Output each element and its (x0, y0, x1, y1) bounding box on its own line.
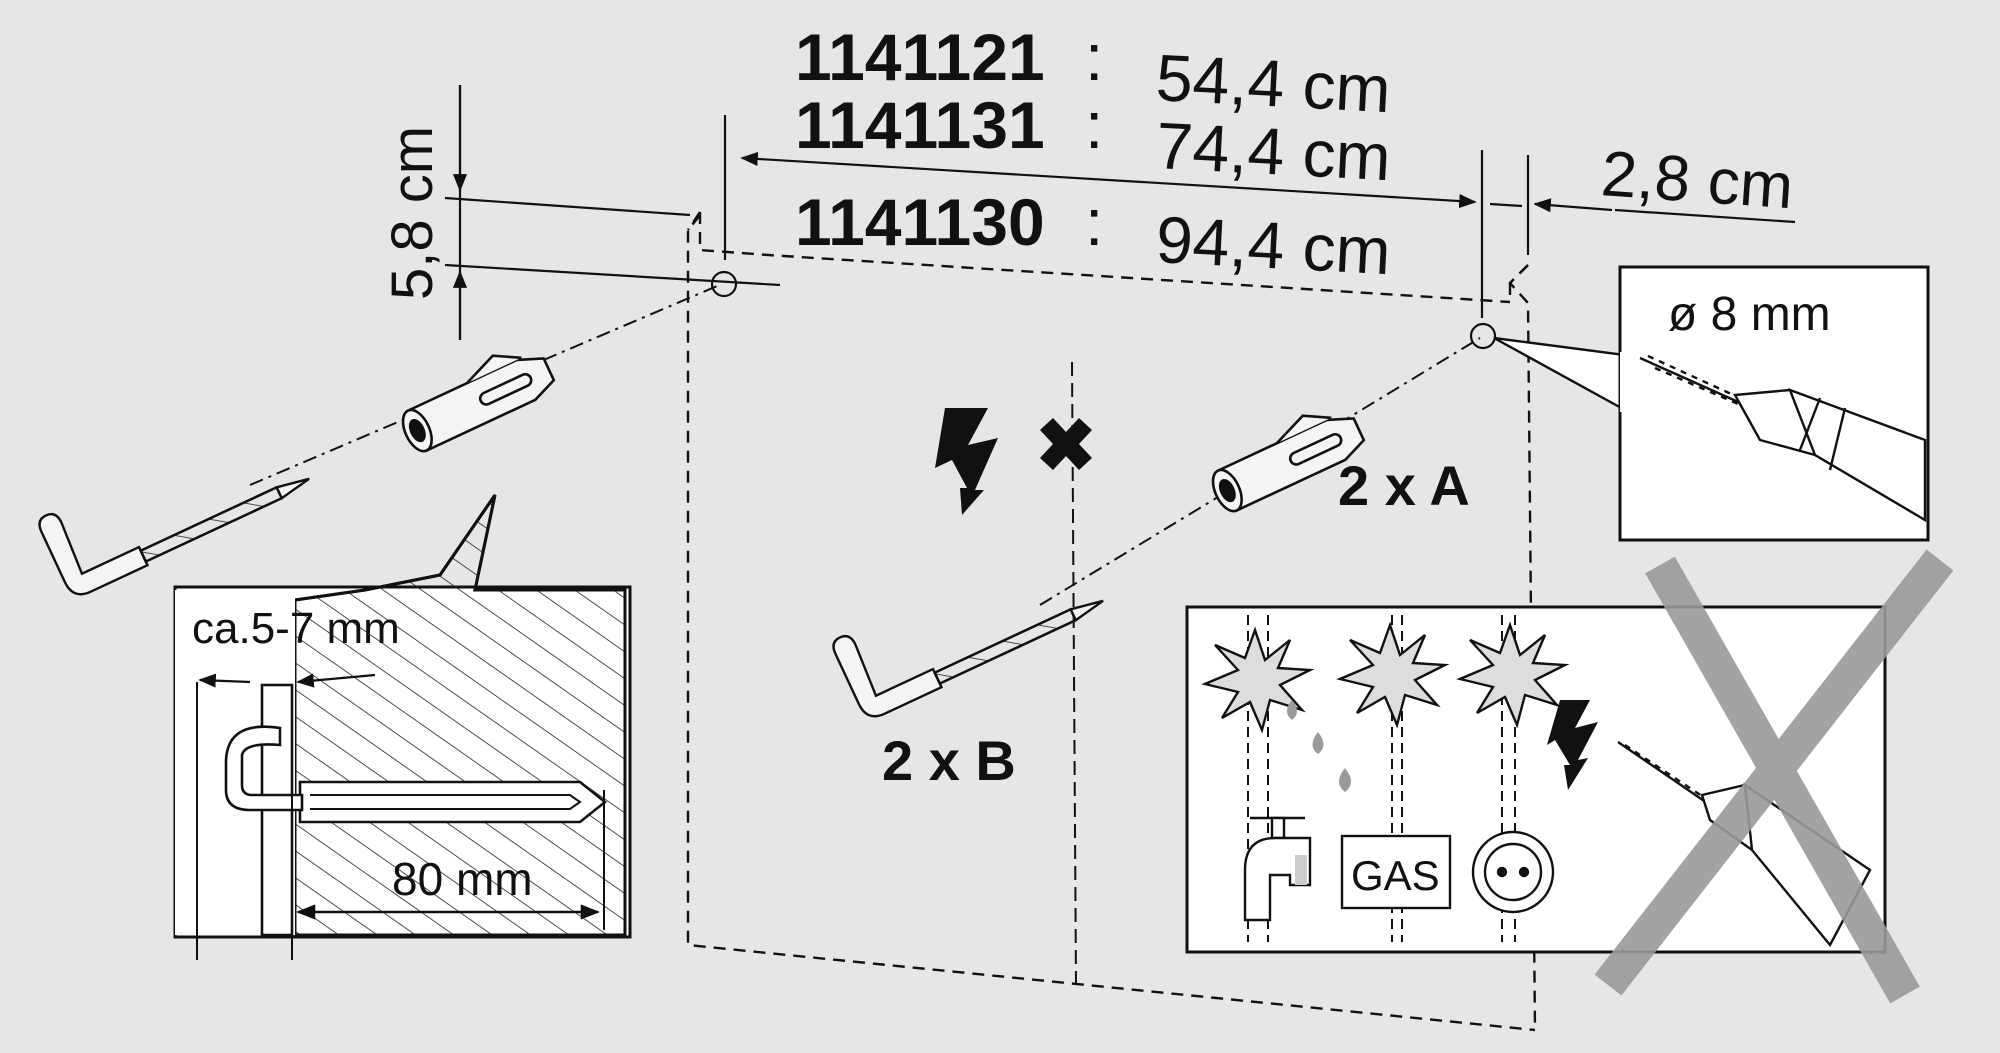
gas-sign: GAS (1340, 834, 1452, 910)
sep-row-2: : (1085, 88, 1103, 162)
burst-icon-electric (1456, 621, 1570, 729)
drill-callout: ø 8 mm (1493, 265, 1930, 542)
value-row-1: 54,4 cm (1154, 40, 1392, 126)
drill-hole-left (710, 270, 738, 298)
sep-row-3: : (1085, 185, 1103, 259)
gas-label: GAS (1351, 852, 1440, 899)
drill-hole-right (1469, 322, 1497, 350)
sep-row-1: : (1085, 20, 1103, 94)
width-dimension (723, 115, 1796, 318)
gap-label: ca.5-7 mm (192, 604, 400, 653)
dowel-count-label: 2 x A (1338, 454, 1470, 517)
dimension-list: 1141121 : 54,4 cm 1141131 : 74,4 cm 1141… (795, 20, 1393, 288)
dowel-left (401, 354, 556, 453)
value-row-2: 74,4 cm (1154, 108, 1392, 194)
hook-screw-right (832, 599, 1104, 718)
value-row-3: 94,4 cm (1154, 202, 1392, 288)
water-tap-icon (1243, 816, 1312, 922)
side-offset-label: 2,8 cm (1599, 137, 1796, 222)
depth-label: 80 mm (392, 853, 533, 905)
hook-count-label: 2 x B (882, 729, 1016, 792)
socket-icon (1471, 830, 1555, 914)
code-row-1: 1141121 (795, 20, 1045, 94)
lightning-icon-hazard (1547, 700, 1598, 790)
hook-screw-left (38, 477, 310, 596)
dowel-right (1211, 414, 1366, 513)
prohibition-cross-icon (1594, 549, 1954, 1004)
burst-icon-gas (1336, 621, 1450, 729)
height-offset-label: 5,8 cm (380, 126, 445, 300)
height-dimension (444, 85, 781, 340)
axis-right (1039, 337, 1481, 606)
code-row-3: 1141130 (795, 185, 1045, 259)
mirror-outline (686, 211, 1537, 1032)
no-drill-mark-icon (1040, 418, 1092, 470)
code-row-2: 1141131 (795, 88, 1045, 162)
burst-icon-water (1201, 626, 1315, 734)
water-drops-icon (1287, 700, 1351, 792)
drill-icon (1639, 354, 1927, 523)
axis-left (249, 283, 723, 486)
drill-diameter-label: ø 8 mm (1668, 288, 1831, 341)
wall-detail (173, 494, 632, 960)
lightning-icon (935, 408, 998, 515)
